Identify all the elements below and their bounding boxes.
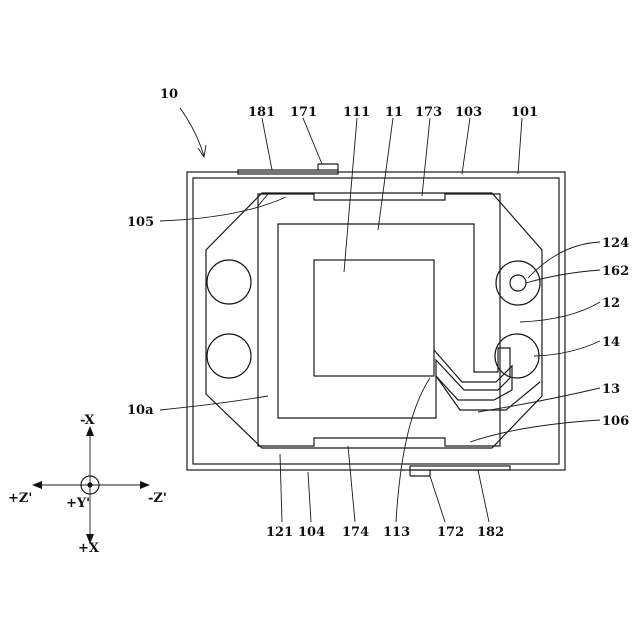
axis-pos-y: +Y'	[66, 496, 90, 511]
label-171: 171	[290, 105, 317, 120]
label-11: 11	[385, 105, 403, 120]
label-121: 121	[266, 525, 293, 540]
label-101: 101	[511, 105, 538, 120]
label-103: 103	[455, 105, 482, 120]
pad-left-bottom	[207, 334, 251, 378]
outer-package	[187, 172, 565, 470]
label-111: 111	[343, 105, 370, 120]
label-174: 174	[342, 525, 369, 540]
label-172: 172	[437, 525, 464, 540]
axis-pos-x: +X	[78, 541, 100, 556]
leader-lines	[160, 108, 600, 522]
sealing-frame-10a	[258, 194, 500, 446]
label-124: 124	[602, 236, 629, 251]
label-13: 13	[602, 382, 620, 397]
pad-14	[495, 334, 539, 378]
pad-left-top	[207, 260, 251, 304]
label-12: 12	[602, 296, 620, 311]
pad-124	[496, 261, 540, 305]
label-10a: 10a	[127, 403, 154, 418]
pads	[207, 260, 540, 378]
hole-162	[510, 275, 526, 291]
electrode-11	[278, 224, 510, 418]
label-182: 182	[477, 525, 504, 540]
label-181: 181	[248, 105, 275, 120]
label-device-10: 10	[160, 87, 178, 102]
axis-neg-x: -X	[80, 413, 95, 428]
coordinate-axes: -X +X +Z' -Z' +Y'	[8, 413, 167, 556]
label-14: 14	[602, 335, 620, 350]
label-106: 106	[602, 414, 629, 429]
label-104: 104	[298, 525, 325, 540]
axis-pos-z: +Z'	[8, 491, 32, 506]
label-113: 113	[383, 525, 410, 540]
label-162: 162	[602, 264, 629, 279]
bottom-electrode-172-182	[410, 466, 510, 476]
label-105: 105	[127, 215, 154, 230]
excitation-region-111	[314, 260, 434, 376]
label-173: 173	[415, 105, 442, 120]
axis-neg-z: -Z'	[148, 491, 167, 506]
